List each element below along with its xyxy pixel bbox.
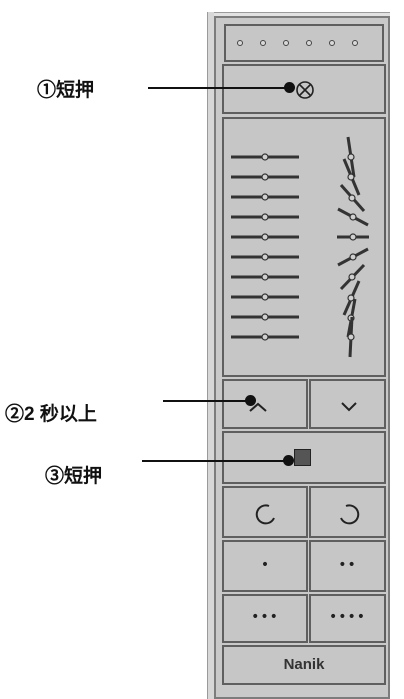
indicator-dot [352, 40, 358, 46]
up-button[interactable] [222, 379, 308, 429]
indicator-panel [224, 24, 384, 62]
preset-1-button[interactable]: • [222, 540, 308, 592]
callout-3-pointer-dot [283, 455, 294, 466]
preset-3-button[interactable]: ••• [222, 594, 308, 643]
callout-1-pointer-dot [284, 82, 295, 93]
callout-2-marker: ② [5, 404, 25, 425]
stop-square-icon [294, 449, 311, 466]
callout-2-label: ②2 秒以上 [5, 399, 97, 426]
rotate-right-icon [340, 504, 360, 525]
indicator-dot [306, 40, 312, 46]
stop-button[interactable] [222, 431, 386, 484]
callout-1-text: 短押 [56, 80, 95, 101]
indicator-dot [260, 40, 266, 46]
louver-position-panel [222, 117, 386, 377]
callout-2-pointer-dot [245, 395, 256, 406]
callout-2-leader [163, 400, 251, 402]
chevron-up-icon [249, 402, 267, 412]
down-button[interactable] [309, 379, 386, 429]
preset-3-dots: ••• [251, 609, 279, 625]
preset-2-button[interactable]: •• [309, 540, 386, 592]
preset-2-dots: •• [338, 557, 357, 573]
callout-3-marker: ③ [45, 466, 65, 487]
rotate-left-button[interactable] [222, 486, 308, 538]
preset-4-button[interactable]: •••• [309, 594, 386, 643]
callout-3-label: ③短押 [45, 461, 102, 488]
louver-angle-graphic [231, 136, 369, 358]
brand-plate: Nanik [222, 645, 386, 685]
device-top-edge [214, 12, 390, 19]
callout-1-label: ①短押 [37, 75, 94, 102]
chevron-down-icon [341, 402, 357, 412]
callout-1-marker: ① [37, 80, 57, 101]
callout-2-text: 2 秒以上 [24, 404, 97, 425]
callout-3-text: 短押 [64, 466, 103, 487]
brand-logo: Nanik [283, 656, 325, 673]
rotate-left-icon [255, 504, 275, 525]
callout-3-leader [142, 460, 289, 462]
callout-1-leader [148, 87, 290, 89]
preset-1-dots: • [260, 557, 270, 573]
preset-4-dots: •••• [328, 609, 367, 625]
fan-icon [296, 81, 314, 99]
indicator-dot [237, 40, 243, 46]
rotate-right-button[interactable] [309, 486, 386, 538]
indicator-dot [283, 40, 289, 46]
indicator-dot [329, 40, 335, 46]
fan-button[interactable] [222, 64, 386, 114]
device-side-shading [207, 12, 216, 699]
